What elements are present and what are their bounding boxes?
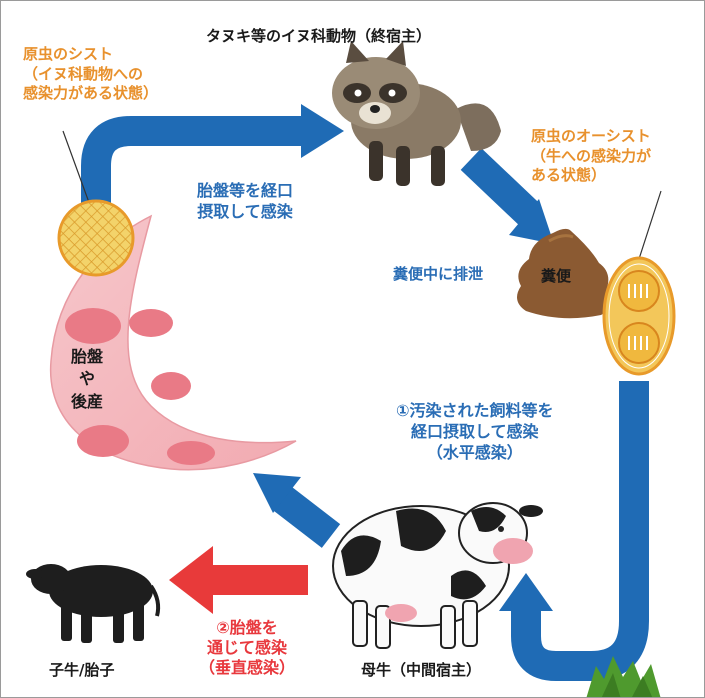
vertical-line-1: ②胎盤を bbox=[216, 618, 278, 637]
cyst-label-line-3: 感染力がある状態） bbox=[23, 84, 159, 102]
oral-infection-line-2: 摂取して感染 bbox=[197, 201, 293, 221]
arrow-to-raccoon-dog bbox=[81, 104, 344, 206]
placenta-label-line-3: 後産 bbox=[71, 391, 104, 411]
oocyst-label-line-2: （牛への感染力が bbox=[531, 146, 652, 165]
horizontal-line-1: ①汚染された飼料等を bbox=[396, 401, 554, 420]
oocyst-label: 原虫のオーシスト （牛への感染力が ある状態） bbox=[531, 127, 651, 186]
cyst-label: 原虫のシスト （イヌ科動物への 感染力がある状態） bbox=[23, 45, 158, 104]
calf-illustration bbox=[26, 564, 161, 643]
placenta-label-line-1: 胎盤 bbox=[71, 347, 104, 366]
horizontal-line-3: （水平感染） bbox=[426, 442, 523, 462]
cyst-illustration bbox=[57, 130, 135, 277]
placenta-label-line-2: や bbox=[79, 369, 96, 389]
oocyst-label-line-1: 原虫のオーシスト bbox=[531, 127, 651, 145]
cyst-label-line-1: 原虫のシスト bbox=[23, 45, 114, 63]
arrow-to-placenta bbox=[253, 473, 341, 548]
raccoon-dog-illustration bbox=[332, 41, 501, 186]
excretion-label: 糞便中に排泄 bbox=[393, 265, 484, 283]
oral-infection-label: 胎盤等を経口 摂取して感染 bbox=[197, 181, 293, 223]
grass-illustration bbox=[586, 656, 661, 697]
oocyst-illustration bbox=[602, 190, 676, 376]
vertical-line-2: 通じて感染 bbox=[207, 638, 288, 657]
mother-cow-label: 母牛（中間宿主） bbox=[361, 661, 482, 679]
horizontal-infection-label: ①汚染された飼料等を 経口摂取して感染 （水平感染） bbox=[396, 401, 554, 463]
feces-label: 糞便 bbox=[541, 267, 572, 285]
placenta-label: 胎盤 や 後産 bbox=[71, 346, 103, 413]
oocyst-label-line-3: ある状態） bbox=[531, 166, 607, 184]
vertical-infection-label: ②胎盤を 通じて感染 （垂直感染） bbox=[199, 618, 295, 678]
feces-illustration bbox=[517, 228, 612, 319]
calf-label: 子牛/胎子 bbox=[49, 661, 115, 679]
vertical-line-3: （垂直感染） bbox=[199, 658, 296, 677]
oral-infection-line-1: 胎盤等を経口 bbox=[197, 181, 294, 200]
definitive-host-title: タヌキ等のイヌ科動物（終宿主） bbox=[206, 27, 432, 45]
arrow-to-calf-vertical bbox=[169, 546, 308, 614]
arrow-to-cow-horizontal bbox=[499, 381, 649, 681]
cow-illustration bbox=[332, 502, 543, 649]
cyst-label-line-2: （イヌ科動物への bbox=[23, 64, 144, 83]
arrow-to-feces bbox=[460, 148, 554, 244]
placenta-illustration bbox=[49, 214, 297, 471]
horizontal-line-2: 経口摂取して感染 bbox=[411, 421, 539, 441]
